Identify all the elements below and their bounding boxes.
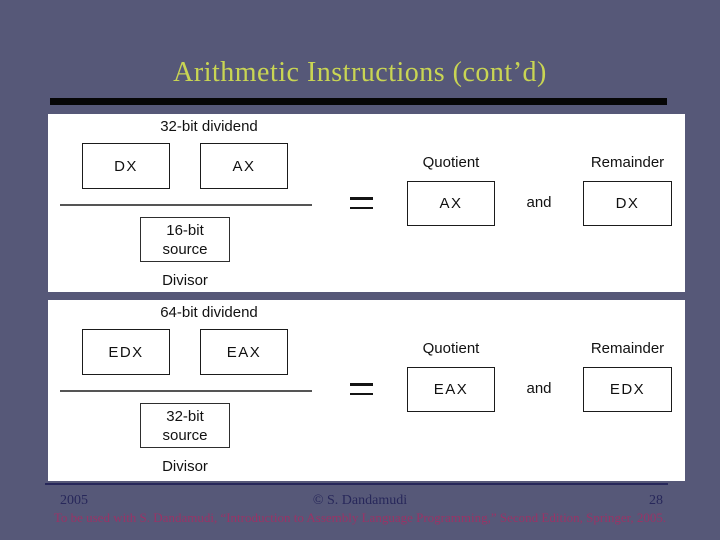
source-box-line1: 16-bit: [166, 221, 204, 239]
page-title: Arithmetic Instructions (cont’d): [173, 57, 547, 88]
remainder-label: Remainder: [590, 340, 665, 357]
source-box-line2: source: [162, 240, 208, 258]
and-label: and: [526, 380, 552, 397]
divisor-source-box: 16-bit source: [140, 217, 230, 262]
dividend-label: 64-bit dividend: [160, 304, 258, 321]
fraction-line: [60, 390, 312, 392]
footer-page-number: 28: [649, 493, 663, 508]
divisor-label: Divisor: [162, 458, 208, 475]
dividend-low-register-box: AX: [200, 143, 288, 189]
equals-sign: [350, 197, 373, 209]
quotient-register-box: AX: [407, 181, 495, 226]
division-panel-32bit: 64-bit dividend EDX EAX 32-bit source Di…: [48, 300, 685, 481]
and-label: and: [526, 194, 552, 211]
quotient-label: Quotient: [422, 340, 480, 357]
quotient-register-box: EAX: [407, 367, 495, 412]
footer-copyright: © S. Dandamudi: [312, 493, 408, 508]
footer: 2005 © S. Dandamudi 28: [0, 493, 720, 509]
fraction-line: [60, 204, 312, 206]
remainder-label: Remainder: [590, 154, 665, 171]
equals-sign: [350, 383, 373, 395]
remainder-register-box: DX: [583, 181, 672, 226]
dividend-low-register-box: EAX: [200, 329, 288, 375]
divisor-source-box: 32-bit source: [140, 403, 230, 448]
dividend-high-register-box: DX: [82, 143, 170, 189]
division-panel-16bit: 32-bit dividend DX AX 16-bit source Divi…: [48, 114, 685, 292]
dividend-label: 32-bit dividend: [160, 118, 258, 135]
dividend-high-register-box: EDX: [82, 329, 170, 375]
divisor-label: Divisor: [162, 272, 208, 289]
footer-divider: [45, 483, 668, 485]
remainder-register-box: EDX: [583, 367, 672, 412]
attribution-text: To be used with S. Dandamudi, “Introduct…: [53, 510, 667, 525]
footer-year: 2005: [60, 493, 88, 508]
quotient-label: Quotient: [422, 154, 480, 171]
source-box-line2: source: [162, 426, 208, 444]
source-box-line1: 32-bit: [166, 407, 204, 425]
title-underline-bar: [50, 98, 667, 105]
